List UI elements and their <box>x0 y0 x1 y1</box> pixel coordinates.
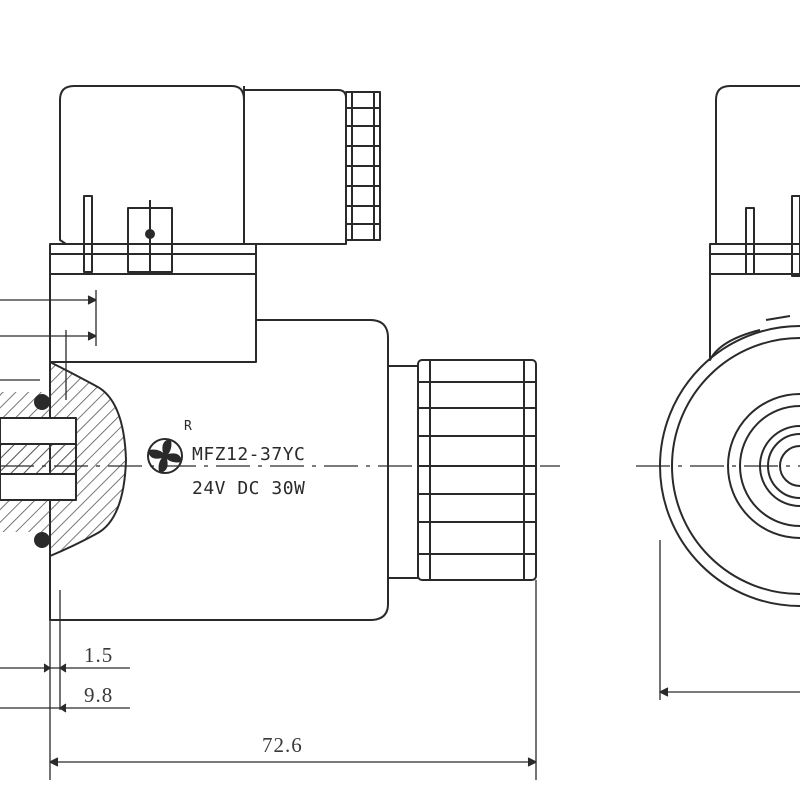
connector-pins <box>83 195 173 273</box>
dimension-1-5: 1.5 <box>84 643 113 667</box>
connector-plug <box>59 85 347 245</box>
registered-mark: R <box>184 419 192 434</box>
dimension-lines <box>0 290 537 780</box>
section-cutaway <box>0 361 127 557</box>
front-view <box>659 85 800 607</box>
cable-gland-nut <box>345 91 381 241</box>
model-label: MFZ12-37YC <box>192 444 305 465</box>
front-view-dimension <box>659 540 800 700</box>
knurled-nut <box>388 359 537 581</box>
connector-base <box>49 243 257 275</box>
dimension-9-8: 9.8 <box>84 683 113 707</box>
rating-label: 24V DC 30W <box>192 478 305 499</box>
fan-logo-icon <box>147 438 183 474</box>
dimension-72-6: 72.6 <box>262 733 303 757</box>
